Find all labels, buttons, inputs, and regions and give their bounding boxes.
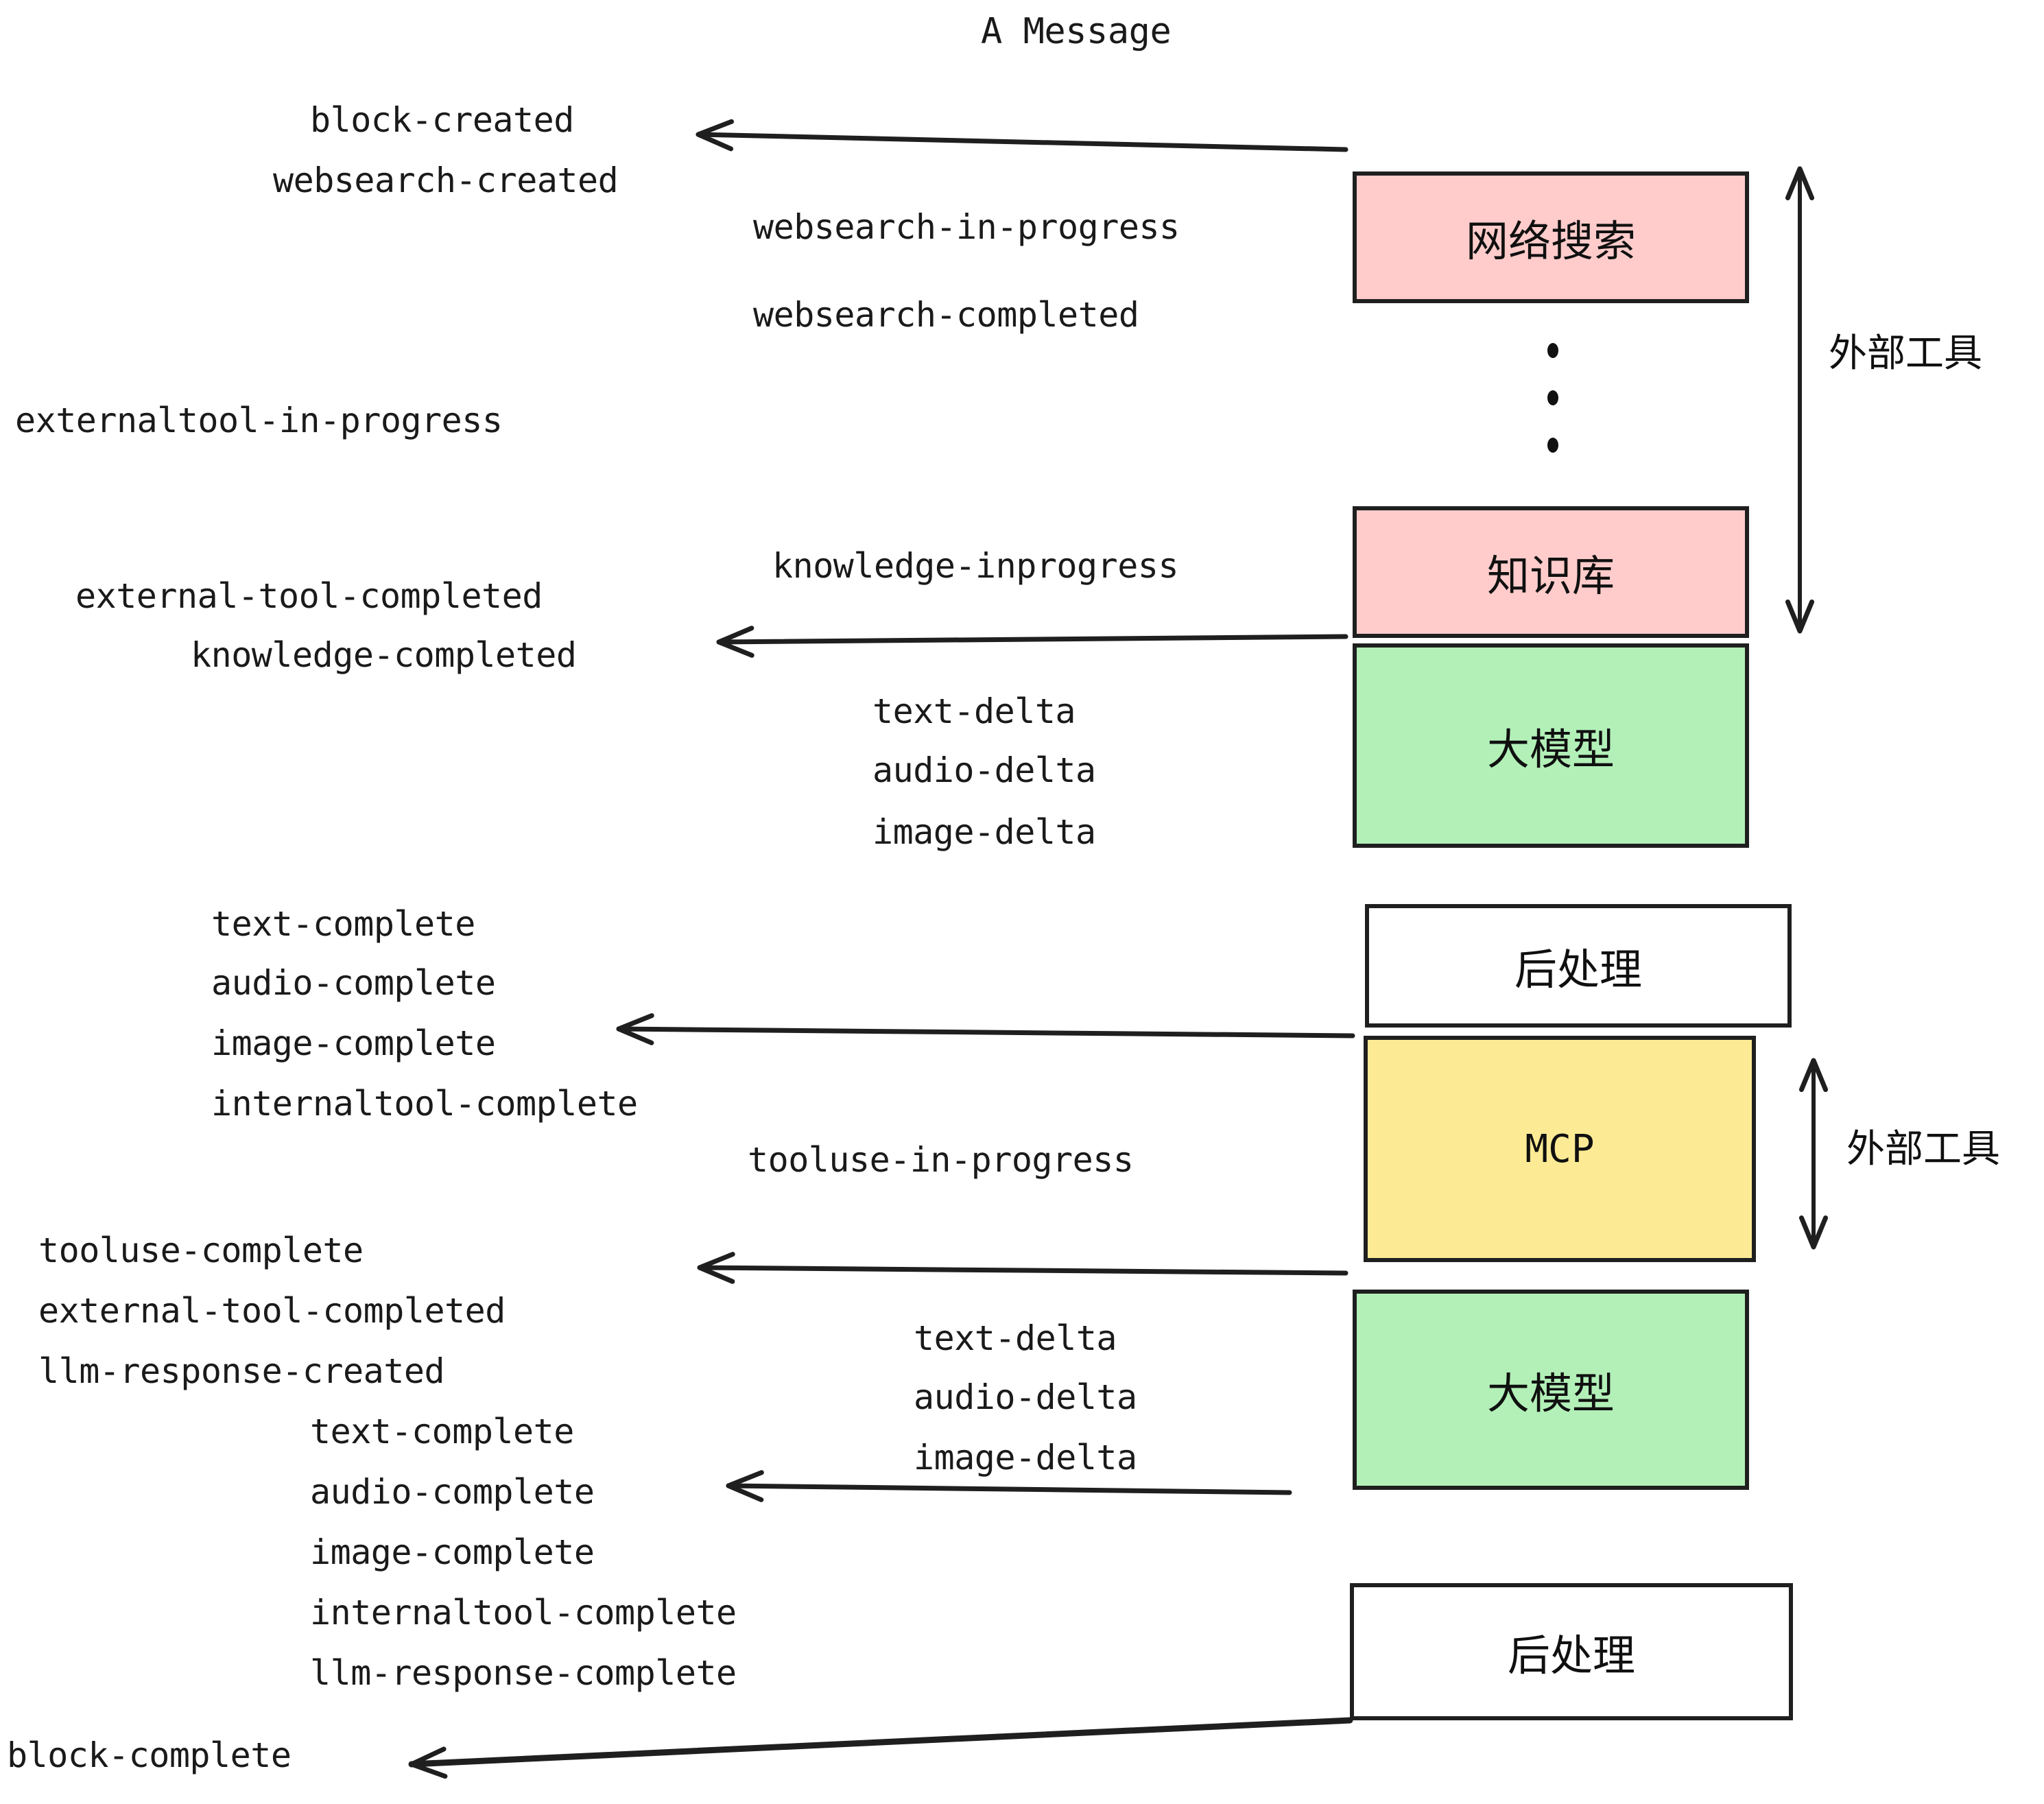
event-label-internaltool-complete-1: internaltool-complete [211,1084,638,1124]
external-tool-range-bottom [1798,1058,1829,1250]
arrow-image-complete-line [616,1026,1355,1039]
external-tool-range-top [1785,166,1815,634]
arrow-knowledge-completed-line [716,634,1348,645]
event-label-audio-delta-2: audio-delta [914,1377,1137,1417]
event-label-knowledge-inprogress: knowledge-inprogress [772,546,1179,586]
event-label-block-created: block-created [310,100,574,140]
event-label-tooluse-complete: tooluse-complete [38,1231,364,1270]
arrow-image-complete-head [616,1013,654,1045]
event-label-external-tool-completed-2: external-tool-completed [38,1291,506,1331]
event-label-websearch-created: websearch-created [273,161,619,200]
arrow-block-created-line [696,132,1348,152]
event-label-websearch-in-progress: websearch-in-progress [753,207,1180,247]
event-label-text-complete-2: text-complete [310,1412,574,1451]
node-box-mcp: MCP [1364,1036,1756,1262]
arrow-tooluse-complete-head [697,1252,735,1284]
side-label-external-tool-bottom: 外部工具 [1846,1127,2000,1172]
external-tool-range-bottom-head-down [1798,1215,1829,1250]
external-tool-range-top-head-up [1785,166,1815,201]
event-label-knowledge-completed: knowledge-completed [191,635,577,675]
node-box-label: 后处理 [1514,945,1642,995]
arrow-audio-complete-line [726,1483,1292,1495]
node-box-label: 大模型 [1486,1368,1615,1419]
event-label-image-delta-2: image-delta [914,1438,1137,1477]
event-label-image-delta-1: image-delta [872,812,1096,852]
event-label-audio-delta-1: audio-delta [872,750,1096,790]
node-box-knowledge: 知识库 [1353,506,1749,638]
node-box-label: MCP [1525,1126,1595,1172]
event-label-tooluse-in-progress: tooluse-in-progress [748,1140,1134,1180]
event-label-websearch-completed: websearch-completed [753,295,1139,335]
event-label-externaltool-in-progress: externaltool-in-progress [15,401,503,440]
external-tool-range-bottom-head-up [1798,1058,1829,1093]
event-label-image-complete-1: image-complete [211,1023,496,1063]
arrow-block-complete-line [408,1717,1353,1768]
node-box-label: 知识库 [1486,551,1615,601]
arrow-tooluse-complete [697,1252,1348,1284]
page-title: A Message [981,11,1172,52]
event-label-text-delta-1: text-delta [872,691,1076,731]
event-label-block-complete: block-complete [7,1735,292,1775]
arrow-image-complete [616,1013,1355,1045]
arrow-tooluse-complete-line [697,1265,1348,1276]
node-box-label: 网络搜索 [1465,216,1636,266]
arrow-block-created-head [696,119,735,152]
node-box-label: 大模型 [1486,724,1615,774]
arrow-audio-complete-head [726,1470,764,1502]
external-tool-range-top-head-down [1785,599,1815,634]
node-box-llm-1: 大模型 [1353,643,1749,848]
event-label-llm-response-created: llm-response-created [38,1351,445,1391]
vertical-ellipsis [1547,343,1558,453]
ellipsis-dot [1547,390,1558,405]
arrow-block-complete-head [409,1746,448,1779]
arrow-block-complete [408,1717,1353,1779]
event-label-llm-response-complete: llm-response-complete [310,1653,737,1693]
event-label-text-delta-2: text-delta [914,1318,1117,1358]
event-label-external-tool-completed-1: external-tool-completed [75,576,543,616]
node-box-llm-2: 大模型 [1353,1290,1749,1490]
node-box-postprocess-2: 后处理 [1350,1583,1793,1720]
event-label-internaltool-complete-2: internaltool-complete [310,1593,737,1633]
event-label-text-complete-1: text-complete [211,904,475,944]
event-label-image-complete-2: image-complete [310,1532,595,1572]
ellipsis-dot [1547,438,1558,453]
side-label-external-tool-top: 外部工具 [1829,331,1982,376]
arrow-block-created [696,119,1348,152]
arrow-knowledge-completed-head [716,626,754,658]
arrow-knowledge-completed [716,626,1348,658]
node-box-websearch: 网络搜索 [1353,171,1749,303]
node-box-label: 后处理 [1507,1630,1635,1681]
event-label-audio-complete-1: audio-complete [211,963,496,1003]
node-box-postprocess-1: 后处理 [1365,904,1792,1028]
ellipsis-dot [1547,343,1558,358]
event-label-audio-complete-2: audio-complete [310,1472,595,1512]
